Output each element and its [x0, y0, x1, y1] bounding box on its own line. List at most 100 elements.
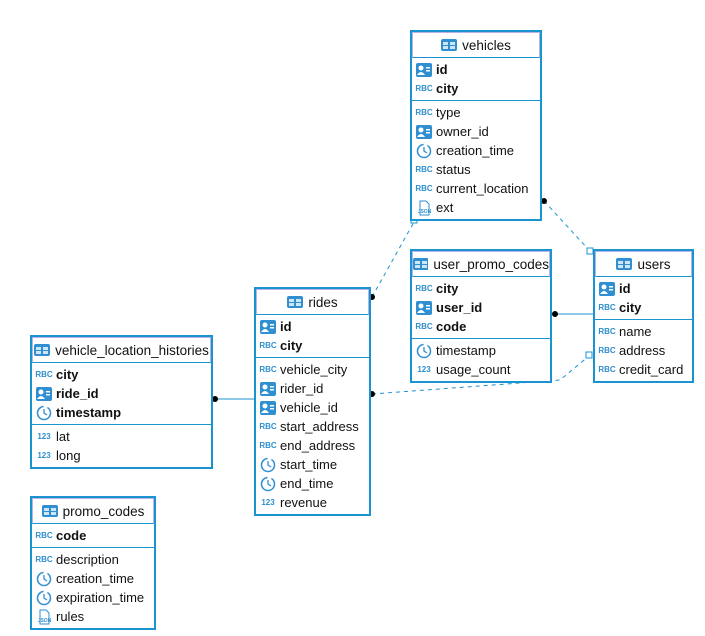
text-type-icon: RBC — [259, 441, 277, 450]
column-row[interactable]: start_time — [256, 455, 369, 474]
table-header[interactable]: rides — [256, 289, 369, 315]
end-marker — [585, 351, 593, 359]
column-name: long — [56, 448, 81, 463]
column-name: lat — [56, 429, 70, 444]
column-name: type — [436, 105, 461, 120]
table-header[interactable]: vehicles — [412, 32, 540, 58]
column-name: user_id — [436, 300, 483, 315]
key-column-icon — [599, 281, 615, 296]
json-file-icon: JSON — [416, 200, 432, 215]
text-type-icon: RBC — [415, 165, 433, 174]
column-name: creation_time — [56, 571, 135, 586]
text-type-icon: RBC — [598, 365, 616, 374]
column-row[interactable]: timestamp — [412, 341, 550, 360]
text-type-icon: RBC — [35, 370, 53, 379]
clock-icon — [260, 476, 276, 491]
table-header[interactable]: users — [595, 251, 692, 277]
column-name: id — [619, 281, 631, 296]
column-row[interactable]: id — [412, 60, 540, 79]
clock-icon — [416, 343, 432, 358]
number-type-icon: 123 — [417, 365, 431, 374]
text-type-icon: RBC — [598, 327, 616, 336]
svg-text:JSON: JSON — [418, 209, 432, 215]
column-name: rider_id — [280, 381, 324, 396]
column-row[interactable]: creation_time — [412, 141, 540, 160]
column-name: code — [56, 528, 87, 543]
key-column-icon — [260, 381, 276, 396]
column-name: owner_id — [436, 124, 489, 139]
column-row[interactable]: expiration_time — [32, 588, 154, 607]
column-name: description — [56, 552, 119, 567]
table-header[interactable]: promo_codes — [32, 498, 154, 524]
column-row[interactable]: id — [256, 317, 369, 336]
key-column-icon — [416, 62, 432, 77]
column-name: expiration_time — [56, 590, 145, 605]
clock-icon — [416, 143, 432, 158]
table-header[interactable]: vehicle_location_histories — [32, 337, 211, 363]
table-name: promo_codes — [62, 503, 145, 519]
column-row[interactable]: JSON ext — [412, 198, 540, 217]
column-name: ride_id — [56, 386, 99, 401]
column-row[interactable]: creation_time — [32, 569, 154, 588]
key-column-icon — [416, 300, 432, 315]
column-row[interactable]: ride_id — [32, 384, 211, 403]
column-name: ext — [436, 200, 454, 215]
column-row[interactable]: vehicle_id — [256, 398, 369, 417]
column-row[interactable]: user_id — [412, 298, 550, 317]
column-row[interactable]: id — [595, 279, 692, 298]
column-name: usage_count — [436, 362, 511, 377]
column-row[interactable]: rider_id — [256, 379, 369, 398]
table-name: vehicles — [462, 37, 511, 53]
table-icon — [287, 296, 304, 308]
column-row[interactable]: 123 usage_count — [412, 360, 550, 379]
column-row[interactable]: timestamp — [32, 403, 211, 422]
table-icon — [413, 258, 429, 270]
text-type-icon: RBC — [35, 531, 53, 540]
columns: timestamp 123 usage_count — [412, 338, 550, 381]
text-type-icon: RBC — [259, 341, 277, 350]
table-header[interactable]: user_promo_codes — [412, 251, 550, 277]
table-name: vehicle_location_histories — [55, 342, 209, 358]
key-column-icon — [260, 319, 276, 334]
column-name: status — [436, 162, 471, 177]
column-row[interactable]: owner_id — [412, 122, 540, 141]
column-row[interactable]: end_time — [256, 474, 369, 493]
column-name: end_address — [280, 438, 356, 453]
column-name: timestamp — [56, 405, 122, 420]
